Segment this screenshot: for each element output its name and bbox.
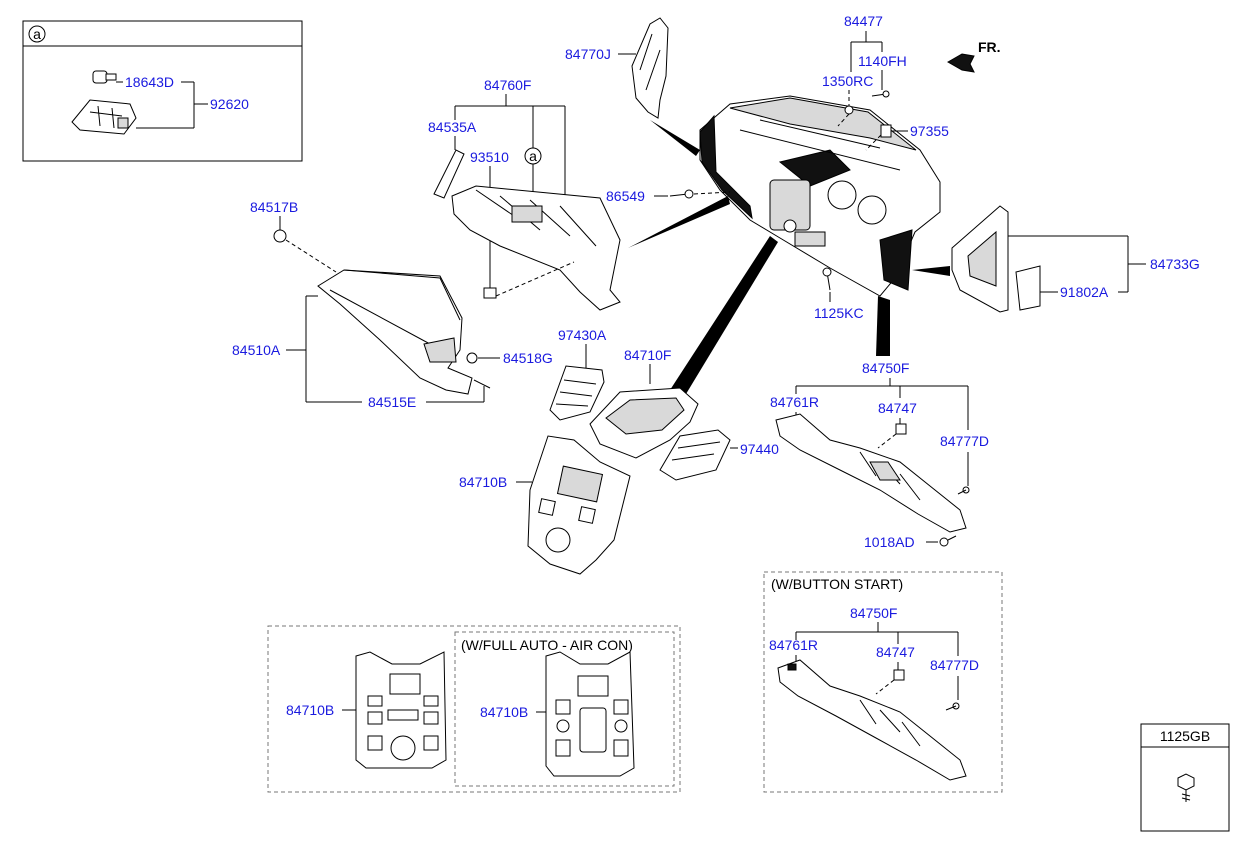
label-84770J: 84770J (565, 46, 611, 62)
bolt-1140FH-part (871, 90, 890, 98)
label-1140FH: 1140FH (858, 53, 907, 69)
inset-a-box: a 18643D 92620 (22, 20, 303, 162)
leader-wedge-lower-panel (876, 296, 890, 356)
label-84710B-variant1: 84710B (286, 702, 334, 718)
legend-1125GB-box: 1125GB (1140, 723, 1230, 832)
screw-84777D-b-part (945, 702, 960, 711)
lamp-housing-part (71, 99, 137, 135)
leader-wedge-side-cover (650, 120, 700, 156)
label-92620: 92620 (210, 96, 249, 112)
dashboard-panel-part (699, 95, 941, 297)
rod-84515E-part (473, 379, 491, 389)
bulb-part (92, 70, 117, 84)
center-fascia-84710B-variant1-part (355, 651, 447, 769)
screw-84777D-part (957, 486, 970, 495)
callout-a-letter-2: a (529, 148, 537, 164)
label-1125KC: 1125KC (814, 305, 864, 321)
clip-84747-part (895, 423, 907, 435)
center-fascia-84710B-variant2-part (545, 651, 635, 777)
label-84710B: 84710B (459, 474, 507, 490)
vent-97440-part (659, 429, 731, 481)
label-18643D: 18643D (125, 74, 174, 90)
label-84747: 84747 (878, 400, 917, 416)
label-84777D: 84777D (940, 433, 989, 449)
glovebox-lower-84510A-part (317, 269, 473, 395)
lower-panel-84750F-part (775, 413, 967, 533)
center-panel-84710F-part (589, 387, 699, 459)
screw-1125KC-part (822, 267, 832, 291)
label-84747-b: 84747 (876, 644, 915, 660)
label-93510: 93510 (470, 149, 509, 165)
label-84510A: 84510A (232, 342, 281, 358)
fascia-variants-box: (W/FULL AUTO - AIR CON) 84710B (267, 625, 681, 793)
bumper-84517B-part (273, 229, 287, 243)
label-91802A: 91802A (1060, 284, 1109, 300)
hinge-84535A-part (433, 149, 465, 199)
label-84760F: 84760F (484, 77, 531, 93)
label-84517B: 84517B (250, 199, 298, 215)
clip-93510-part (483, 287, 497, 299)
full-auto-note: (W/FULL AUTO - AIR CON) (461, 637, 633, 653)
callout-a-letter: a (33, 26, 41, 42)
leader-wedge-glovebox (628, 196, 730, 248)
stopper-84518G-part (466, 352, 478, 364)
label-84515E: 84515E (368, 394, 416, 410)
button-start-note: (W/BUTTON START) (771, 576, 903, 592)
glovebox-upper-84760F-part (451, 185, 621, 311)
label-84761R: 84761R (770, 394, 819, 410)
front-label: FR. (978, 39, 1001, 55)
front-direction-indicator: FR. (946, 39, 1001, 73)
label-84710B-variant2: 84710B (480, 704, 528, 720)
label-84761R-b: 84761R (769, 637, 818, 653)
bolt-1125GB-icon (1177, 773, 1195, 802)
label-84535A: 84535A (428, 119, 477, 135)
label-86549: 86549 (606, 188, 645, 204)
label-84518G: 84518G (503, 350, 553, 366)
front-arrow-icon (946, 53, 975, 73)
label-84733G: 84733G (1150, 256, 1200, 272)
label-84750F: 84750F (862, 360, 909, 376)
label-1018AD: 1018AD (864, 534, 915, 550)
bolt-1018AD-part (939, 535, 957, 547)
label-97430A: 97430A (558, 327, 607, 343)
legend-1125GB-title: 1125GB (1160, 728, 1210, 744)
label-84710F: 84710F (624, 347, 671, 363)
vent-97430A-part (549, 365, 605, 421)
screw-86549-part (669, 189, 694, 199)
leader-wedge-center-fascia (670, 236, 778, 394)
label-1350RC: 1350RC (822, 73, 873, 89)
clip-1350RC-part (844, 105, 854, 115)
lower-panel-84750F-b-part (777, 659, 967, 781)
leader-wedge-side-panel (912, 266, 950, 276)
label-84777D-b: 84777D (930, 657, 979, 673)
label-84477: 84477 (844, 13, 883, 29)
side-panel-84733G-part (951, 205, 1009, 313)
side-cover-84770J-part (631, 17, 669, 119)
button-start-variant-box: (W/BUTTON START) 84750F 84761R 84747 847… (763, 571, 1003, 793)
clip-84747-b-part (893, 669, 905, 681)
label-97355: 97355 (910, 123, 949, 139)
label-97440: 97440 (740, 441, 779, 457)
center-fascia-84710B-part (527, 435, 631, 575)
callout-a-marker (28, 25, 46, 43)
bracket-97355-part (880, 124, 892, 138)
cover-91802A-part (1015, 265, 1041, 311)
label-84750F-b: 84750F (850, 605, 897, 621)
